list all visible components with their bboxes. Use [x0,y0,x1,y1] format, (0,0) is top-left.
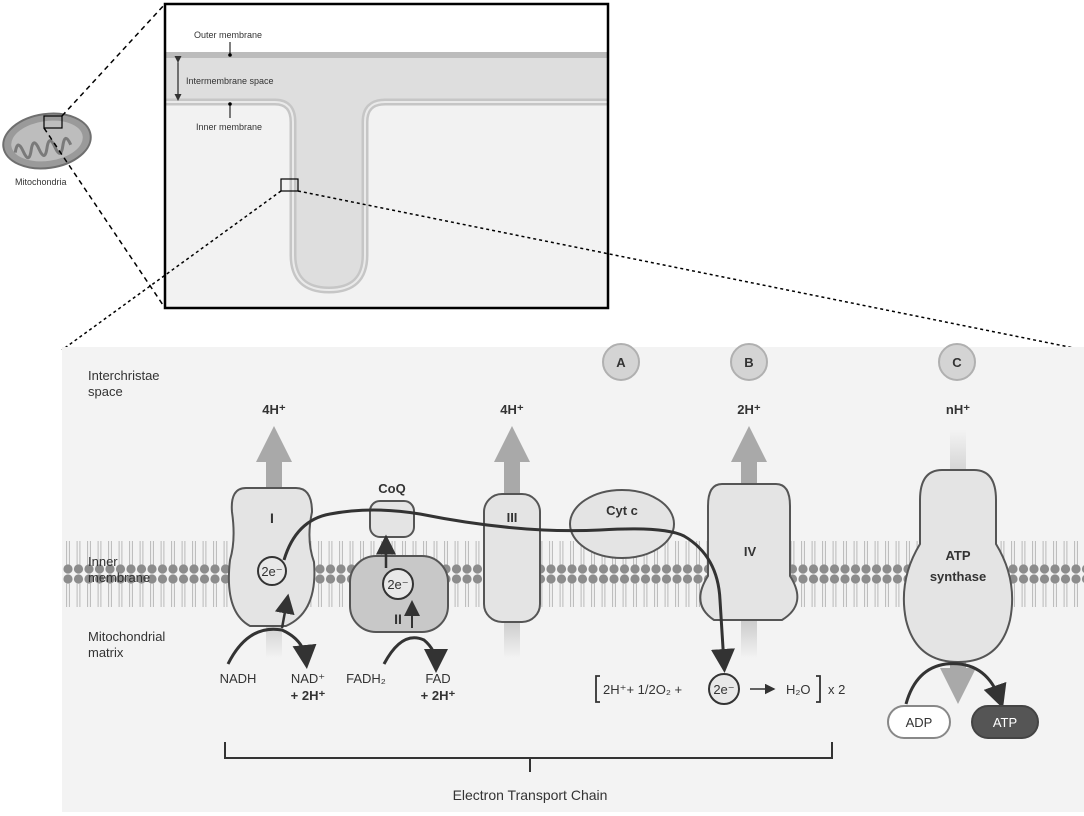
proton-label-complex-i: 4H⁺ [262,402,286,417]
fad-label: FAD [425,671,450,686]
electron-label: 2e⁻ [261,564,282,579]
marker-b: B [730,343,768,381]
marker-a: A [602,343,640,381]
nad-label: NAD⁺ [291,671,325,686]
proton-label-complex-iv: 2H⁺ [737,402,761,417]
mito-zoom-box [43,115,63,129]
adp-label: ADP [906,715,933,730]
interchristae-label-2: space [88,384,123,399]
electron-label: 2e⁻ [713,682,734,697]
cytochrome-c [569,489,675,559]
reaction-multiplier: x 2 [828,682,845,697]
nadh-oxidation-arrow [226,627,317,669]
marker-a-label: A [616,355,626,370]
atp-synthase-label-2: synthase [930,569,986,584]
zoom-line [43,127,166,309]
electron-pair-complex-ii [382,568,414,600]
marker-c-label: C [952,355,962,370]
fad-proton-label: + 2H⁺ [421,688,456,703]
complex-i-label: I [270,510,274,526]
marker-c: C [938,343,976,381]
electron-pair-complex-i [257,556,287,586]
coq-label: CoQ [378,481,405,496]
matrix-label: Mitochondrial [88,629,165,644]
membrane-zoom-box [280,178,299,192]
electron-path [282,508,735,673]
intermembrane-space-label: Intermembrane space [186,76,274,86]
mitochondria-label: Mitochondria [15,177,67,187]
reaction-reactants: 2H⁺+ 1/2O₂ + [603,682,682,697]
fadh2-oxidation-arrow [382,636,448,673]
zoom-line [61,3,166,117]
atp-synthase [902,469,1014,664]
nadh-label: NADH [220,671,257,686]
marker-b-label: B [744,355,753,370]
complex-iii-label: III [507,510,518,525]
interchristae-label: Interchristae [88,368,160,383]
nadh-electron-arrow [274,593,295,629]
cytc-label: Cyt c [606,503,638,518]
adp-pill: ADP [887,705,951,739]
atp-synthase-label: ATP [945,548,970,563]
atp-pill: ATP [971,705,1039,739]
etc-bracket [224,742,833,772]
inner-membrane-region-label: Inner [88,554,118,569]
coq [369,500,415,538]
electron-label: 2e⁻ [387,577,408,592]
mitochondrion-icon [2,112,92,170]
inner-membrane-label: Inner membrane [196,122,262,132]
reaction-product: H₂O [786,682,811,697]
fadh2-label: FADH₂ [346,671,386,686]
proton-label-complex-iii: 4H⁺ [500,402,524,417]
inner-membrane-region-label-2: membrane [88,570,150,585]
atp-label: ATP [993,715,1017,730]
adp-to-atp-arrow [904,662,1007,709]
etc-label: Electron Transport Chain [453,787,608,803]
membrane-inset [163,2,610,310]
complex-iv-label: IV [744,544,757,559]
matrix-label-2: matrix [88,645,124,660]
outer-membrane-label: Outer membrane [194,30,262,40]
complex-iv [699,483,799,621]
proton-label-atp-synthase: nH⁺ [946,402,970,417]
zoom-line [297,190,1084,351]
electron-pair-complex-iv [708,673,740,705]
complex-ii-label: II [394,611,402,627]
oxygen-reduction-reaction: 2H⁺+ 1/2O₂ + 2e⁻ H₂O x 2 [595,673,845,705]
nad-proton-label: + 2H⁺ [291,688,326,703]
